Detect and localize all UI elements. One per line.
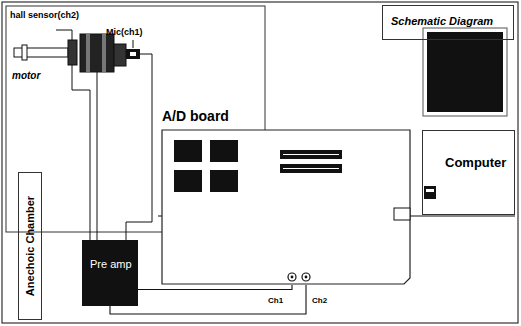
jack-symbol bbox=[302, 273, 310, 281]
leader-line bbox=[133, 40, 134, 48]
microphone-symbol bbox=[126, 49, 140, 59]
motor-band bbox=[102, 34, 106, 72]
preamp-box: Pre amp bbox=[82, 240, 138, 306]
hall-wire bbox=[72, 65, 90, 240]
chip-symbol bbox=[174, 170, 202, 192]
chip-symbol bbox=[174, 140, 202, 162]
motor-front bbox=[114, 44, 126, 66]
node-text: A/D board bbox=[158, 106, 414, 128]
card-edge bbox=[394, 208, 410, 220]
chamber-label-box: Anechoic Chamber bbox=[18, 172, 42, 320]
motor-assembly bbox=[14, 34, 140, 72]
slot-symbol bbox=[280, 164, 342, 173]
microphone-grille bbox=[130, 52, 136, 56]
node-text: Pre amp bbox=[90, 256, 134, 273]
part-label: Ch2 bbox=[312, 296, 327, 305]
shaft-collar bbox=[22, 45, 27, 60]
node-text: Anechoic Chamber bbox=[24, 196, 36, 296]
wire-connector bbox=[138, 285, 292, 290]
slot-line bbox=[283, 154, 339, 155]
part-label: Ch1 bbox=[268, 296, 283, 305]
board-outline bbox=[158, 128, 414, 285]
part-label: hall sensor(ch2) bbox=[10, 10, 79, 20]
node-text: Schematic Diagram bbox=[391, 15, 507, 27]
jack-pin bbox=[305, 276, 308, 279]
card-connector-slot bbox=[426, 189, 434, 192]
hall-sensor-symbol bbox=[68, 40, 77, 65]
jack-symbol bbox=[288, 273, 296, 281]
computer-box: Computer bbox=[422, 130, 515, 215]
wire-connector bbox=[110, 285, 306, 314]
slot-symbol bbox=[280, 150, 342, 159]
monitor-frame bbox=[423, 28, 507, 116]
motor-body bbox=[80, 34, 114, 72]
mic-wire bbox=[126, 54, 152, 240]
monitor-screen bbox=[427, 32, 503, 112]
title-box: Schematic Diagram bbox=[382, 5, 514, 40]
chip-symbol bbox=[210, 170, 238, 192]
part-label: motor bbox=[12, 70, 40, 82]
motor-band bbox=[86, 34, 90, 72]
slot-line bbox=[283, 168, 339, 169]
chip-symbol bbox=[210, 140, 238, 162]
ad-board: A/D board bbox=[158, 106, 414, 285]
part-label: Mic(ch1) bbox=[106, 27, 143, 37]
board-edge bbox=[162, 130, 410, 284]
node-text: Computer bbox=[445, 155, 510, 170]
motor-wire bbox=[97, 72, 98, 240]
card-connector bbox=[424, 186, 436, 199]
hall-wire bbox=[56, 30, 72, 40]
outer-frame bbox=[2, 2, 518, 323]
jack-pin bbox=[291, 276, 294, 279]
